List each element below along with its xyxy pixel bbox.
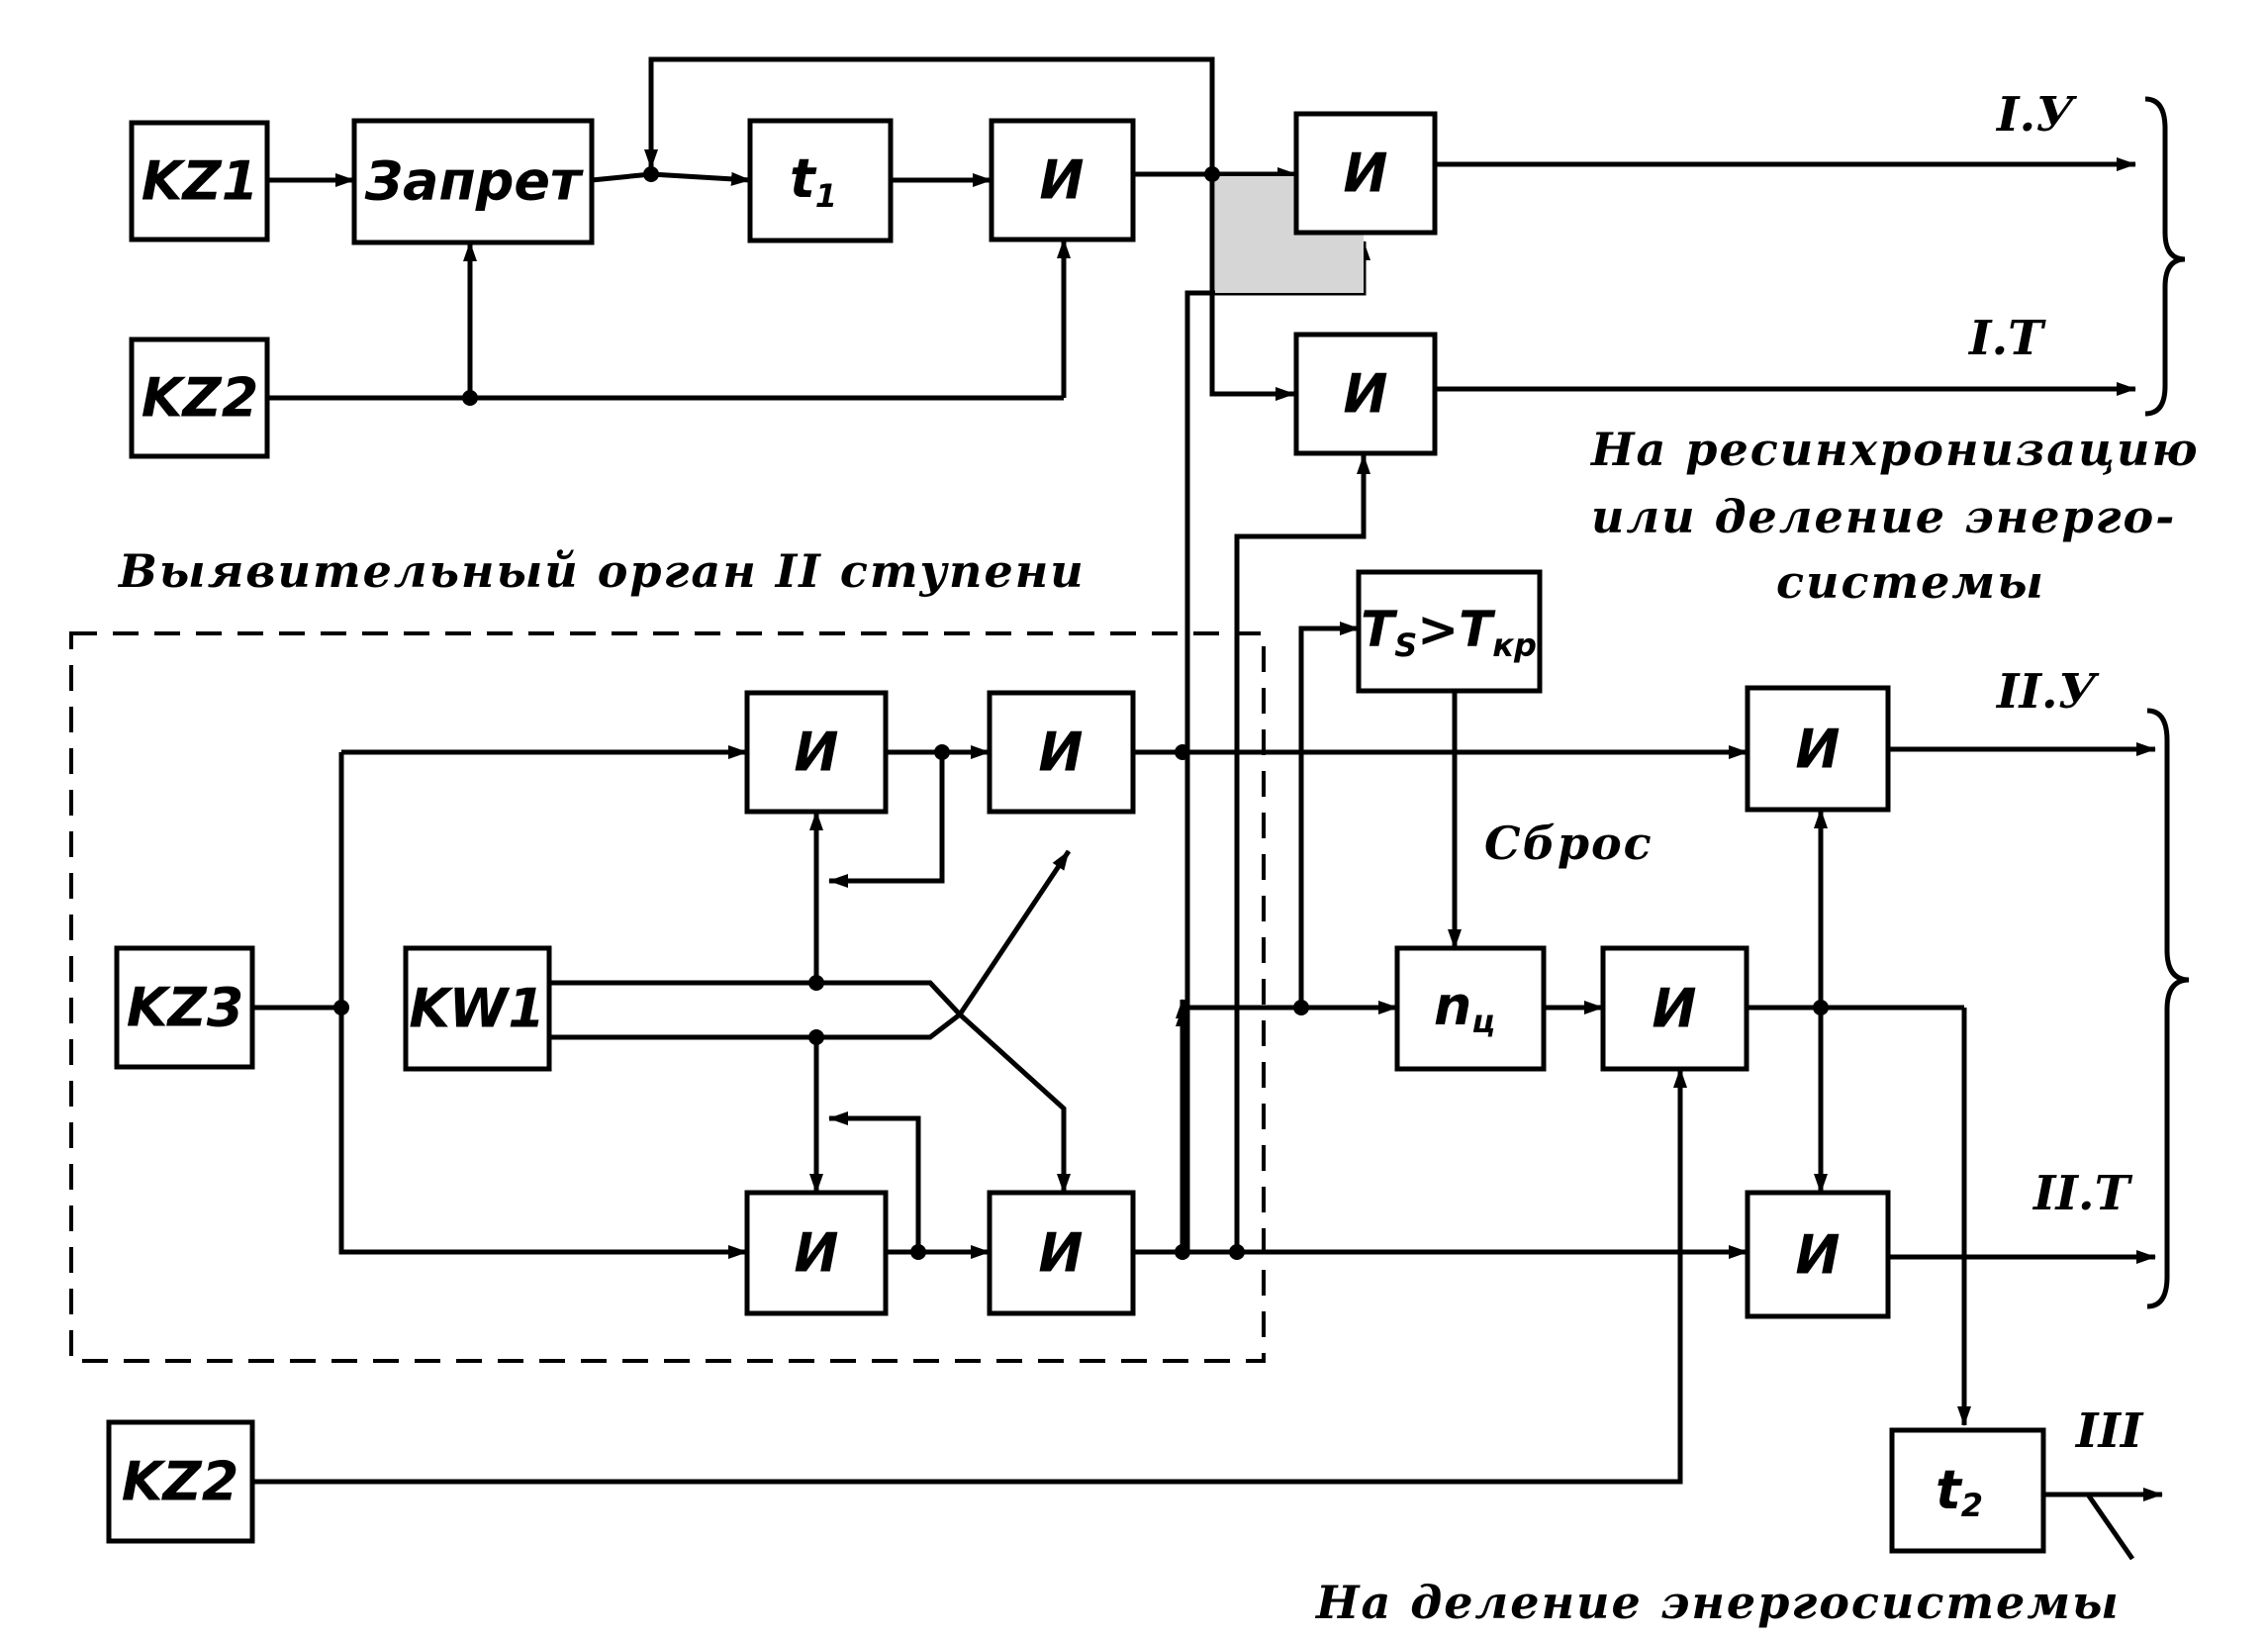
resync-line1: На ресинхронизацию (1589, 423, 2200, 476)
and-gate-2a: И (744, 690, 889, 815)
zapret-label: Запрет (364, 150, 584, 213)
and-gate-label: И (1038, 722, 1083, 784)
kz1-label: KZ1 (142, 150, 259, 213)
resync-line3: системы (1776, 555, 2045, 609)
kz1-block: KZ1 (129, 120, 270, 242)
and-gate-2t: И (1745, 1190, 1891, 1319)
t2-block: t2 (1889, 1427, 2046, 1554)
and-gate-2d: И (987, 1190, 1136, 1316)
output-1t-label: I.T (1967, 311, 2046, 366)
and-gate-label: И (1795, 719, 1840, 781)
and-gate-label: И (794, 1222, 838, 1285)
and-gate-label: И (1039, 149, 1084, 212)
and-gate-label: И (1343, 363, 1387, 426)
kz2-bottom-block: KZ2 (106, 1419, 255, 1544)
ts-tkp-label: TS>Tкр (1361, 601, 1537, 664)
t1-block: t1 (747, 118, 894, 243)
stage2-wires (252, 622, 2163, 1561)
and-gate-label: И (1343, 143, 1387, 205)
and-gate-1: И (989, 118, 1136, 242)
nc-counter-block: nц (1394, 945, 1547, 1072)
and-gate-2c: И (744, 1190, 889, 1316)
ts-tkp-block: TS>Tкр (1356, 569, 1543, 694)
resync-caption: На ресинхронизацию или деление энерго- с… (1589, 423, 2200, 609)
brace-stage2 (2146, 708, 2190, 1309)
kz2-top-label: KZ2 (142, 367, 259, 430)
brace-stage1 (2144, 96, 2186, 417)
and-gate-3: И (1600, 945, 1749, 1072)
kz2-top-block: KZ2 (129, 337, 270, 459)
and-gate-2u: И (1745, 685, 1891, 813)
kz3-block: KZ3 (114, 945, 255, 1070)
and-gate-label: И (794, 722, 838, 784)
t1-label: t1 (790, 147, 837, 216)
output-2t-label: II.T (2032, 1166, 2133, 1221)
and-gate-label: И (1652, 978, 1696, 1040)
and-gate-1t: И (1293, 332, 1438, 456)
output-1u-label: I.У (1995, 87, 2077, 143)
t2-label: t2 (1936, 1459, 1983, 1525)
reset-label: Сброс (1484, 817, 1654, 870)
kw1-label: KW1 (409, 978, 545, 1040)
output-2u-label: II.У (1995, 664, 2100, 720)
kz2-bottom-label: KZ2 (122, 1451, 239, 1513)
stage1-junctions (462, 166, 1220, 406)
nc-label: nц (1434, 975, 1495, 1041)
and-gate-label: И (1038, 1222, 1083, 1285)
zapret-block: Запрет (351, 118, 595, 245)
kw1-block: KW1 (403, 945, 552, 1072)
stage2-organ-caption: Выявительный орган II ступени (117, 544, 1086, 598)
output-3-label: III (2074, 1403, 2144, 1459)
stage2-organ-frame (69, 631, 1266, 1363)
and-gate-1u: И (1293, 111, 1438, 236)
stage2-junctions (333, 744, 1829, 1260)
and-gate-label: И (1795, 1224, 1840, 1287)
resync-line2: или деление энерго- (1591, 490, 2176, 543)
kz3-label: KZ3 (127, 977, 244, 1039)
division-caption: На деление энергосистемы (1314, 1576, 2121, 1629)
and-gate-2b: И (987, 690, 1136, 815)
